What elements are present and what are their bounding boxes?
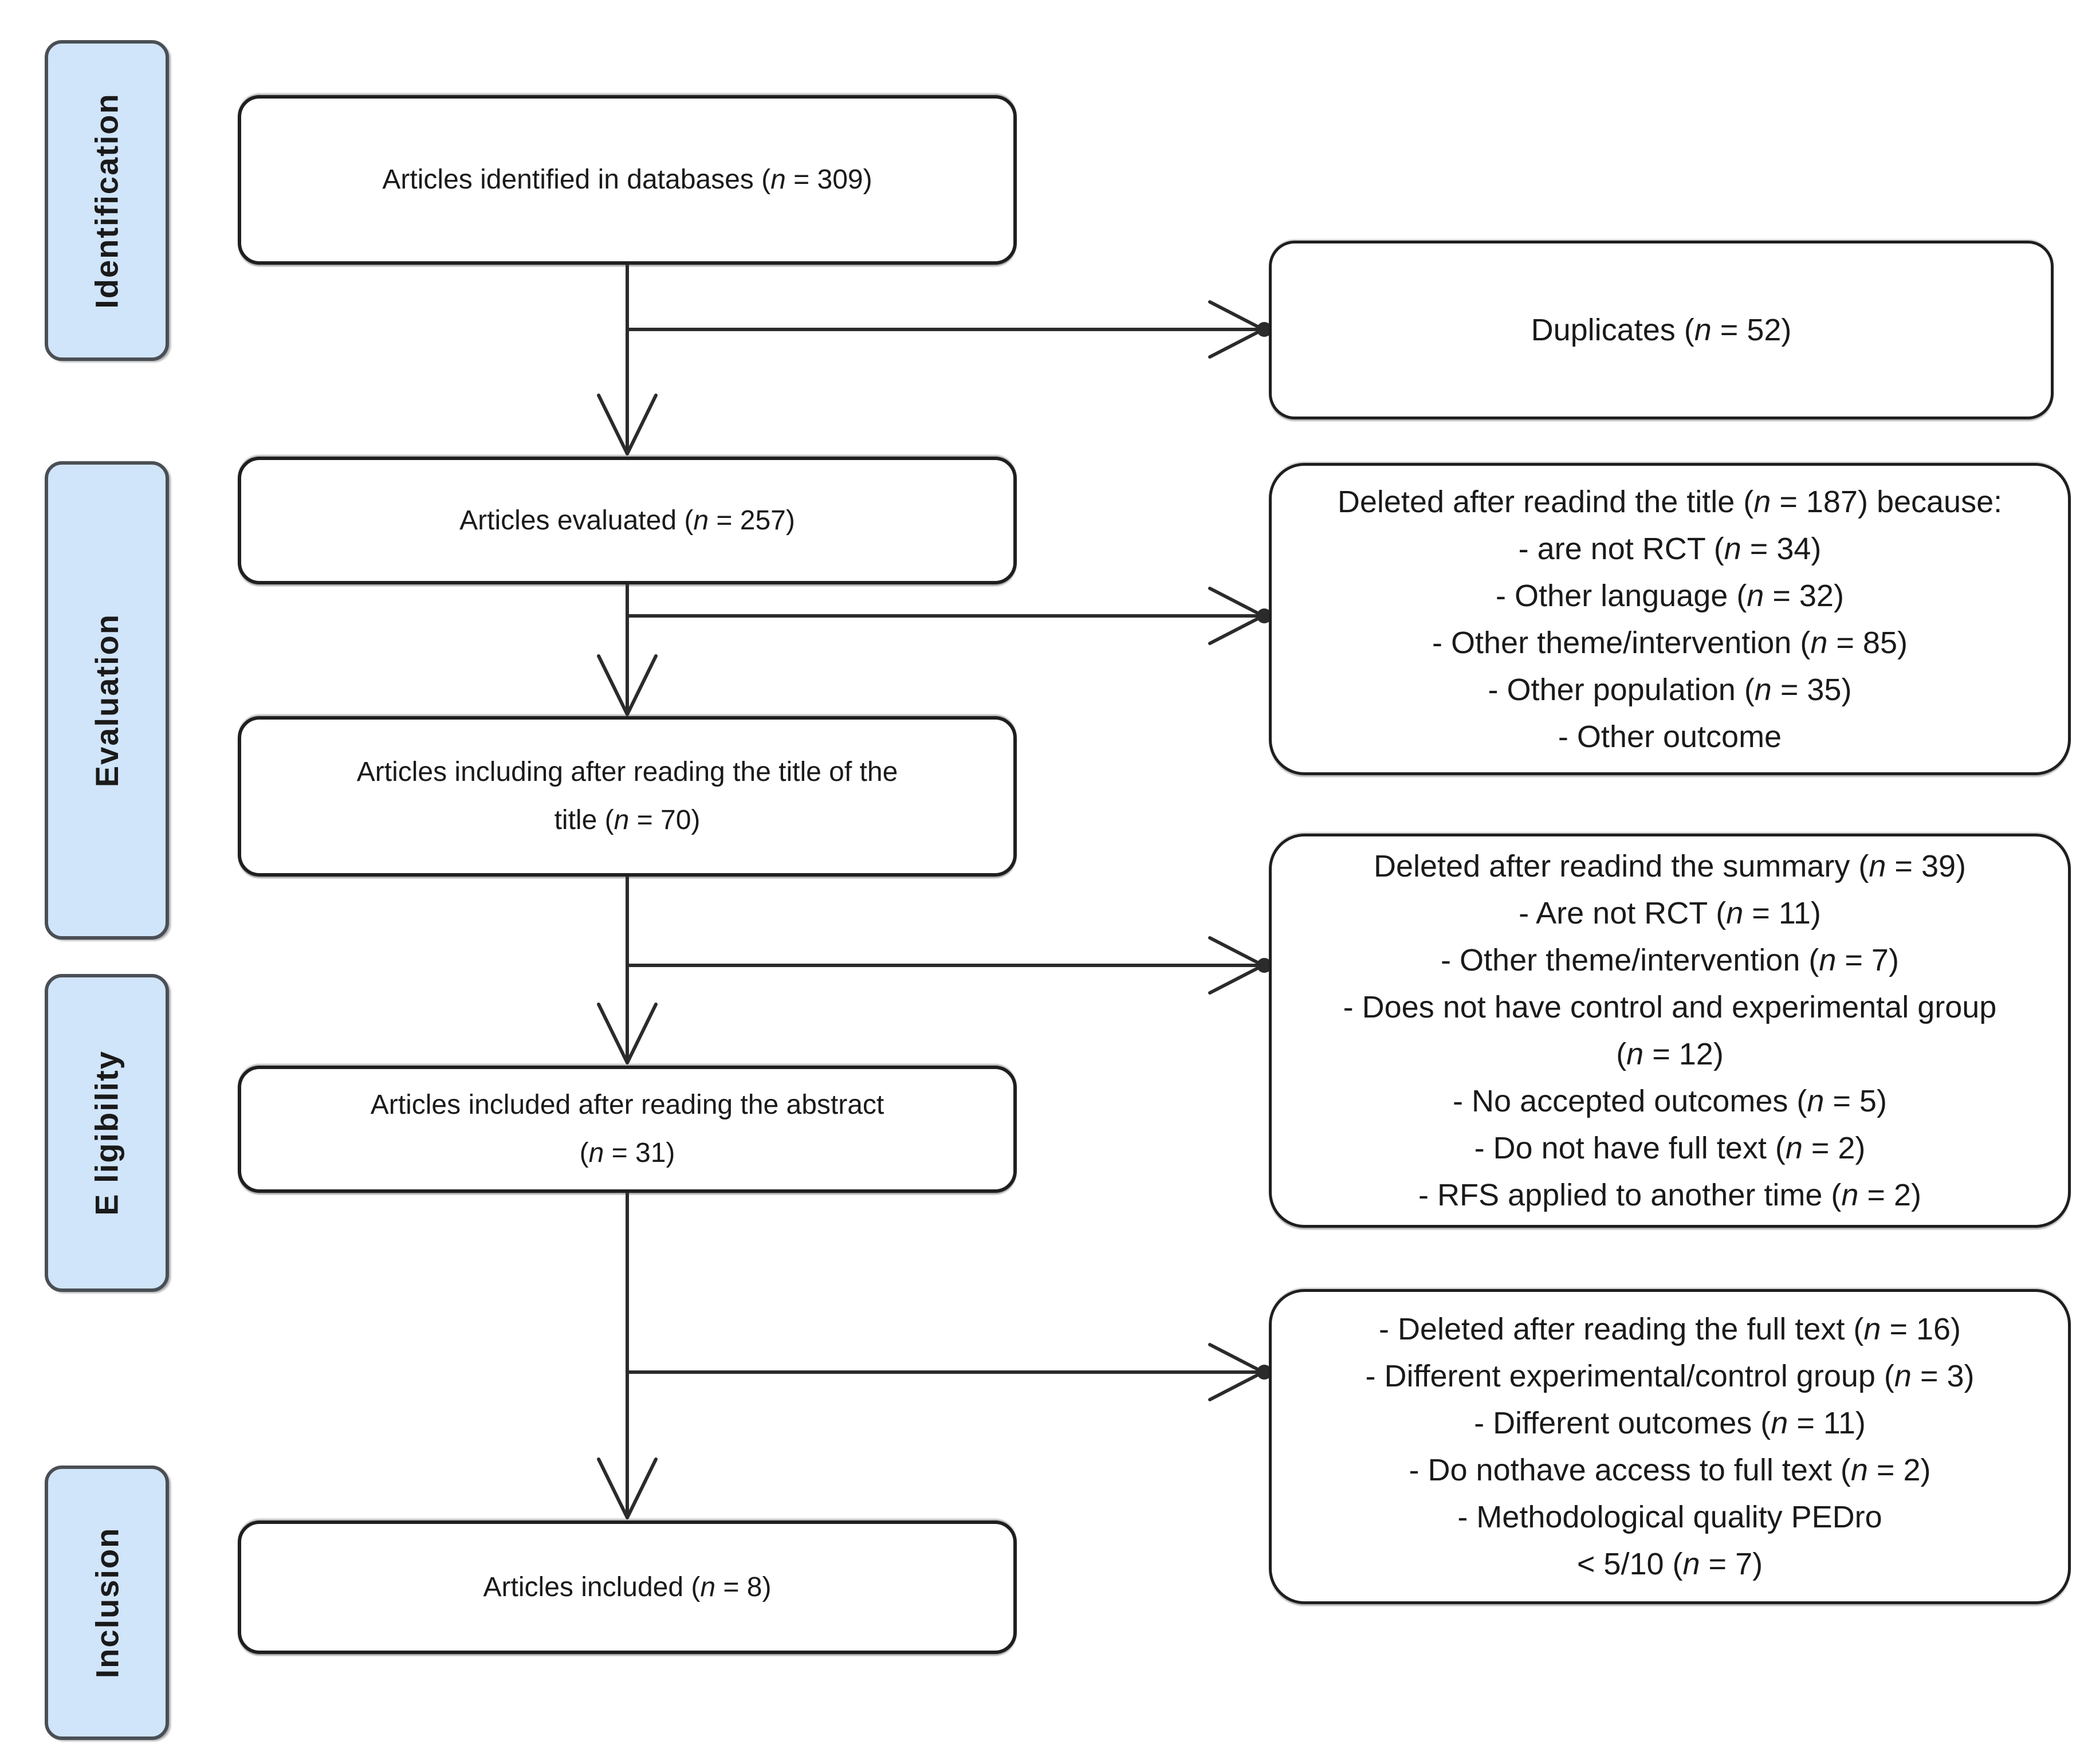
arrow-included-title-to-abstract: [597, 875, 658, 1064]
exclusion-box-deleted-after-title: Deleted after readind the title (n = 187…: [1269, 463, 2071, 775]
arrow-to-deleted-title: [626, 587, 1272, 645]
exclusion-box-text: Deleted after readind the summary (n = 3…: [1343, 849, 1997, 1212]
arrow-abstract-to-final: [597, 1191, 658, 1519]
stage-label: Evaluation: [89, 613, 125, 788]
exclusion-box-text: - Deleted after reading the full text (n…: [1365, 1312, 1975, 1581]
stage-evaluation: Evaluation: [45, 461, 169, 940]
flow-box-text: Articles included (n = 8): [483, 1572, 772, 1602]
flow-box-articles-included: Articles included (n = 8): [238, 1521, 1017, 1654]
flow-box-text: Articles identified in databases (n = 30…: [382, 164, 872, 195]
exclusion-box-text: Duplicates (n = 52): [1531, 313, 1792, 347]
stage-label: Identification: [89, 92, 125, 309]
stage-label: E ligibility: [89, 1050, 125, 1216]
stage-eligibility: E ligibility: [45, 974, 169, 1292]
arrow-evaluated-to-included-title: [597, 583, 658, 716]
flow-box-text: Articles evaluated (n = 257): [459, 505, 795, 536]
flow-box-text: Articles included after reading the abst…: [370, 1090, 884, 1168]
arrow-identified-to-evaluated: [597, 263, 658, 455]
stage-inclusion: Inclusion: [45, 1466, 169, 1740]
exclusion-box-deleted-after-fulltext: - Deleted after reading the full text (n…: [1269, 1289, 2071, 1604]
stage-label: Inclusion: [89, 1527, 125, 1679]
exclusion-box-deleted-after-summary: Deleted after readind the summary (n = 3…: [1269, 834, 2071, 1228]
flow-box-included-after-title: Articles including after reading the tit…: [238, 716, 1017, 877]
arrow-to-deleted-fulltext: [626, 1343, 1272, 1401]
flow-box-text: Articles including after reading the tit…: [356, 757, 898, 835]
flow-box-included-after-abstract: Articles included after reading the abst…: [238, 1066, 1017, 1193]
flow-box-articles-identified: Articles identified in databases (n = 30…: [238, 95, 1017, 265]
exclusion-box-duplicates: Duplicates (n = 52): [1269, 241, 2054, 419]
stage-identification: Identification: [45, 40, 169, 361]
flow-box-articles-evaluated: Articles evaluated (n = 257): [238, 457, 1017, 584]
arrow-to-deleted-summary: [626, 936, 1272, 995]
exclusion-box-text: Deleted after readind the title (n = 187…: [1337, 484, 2003, 754]
arrow-to-duplicates: [626, 300, 1272, 359]
